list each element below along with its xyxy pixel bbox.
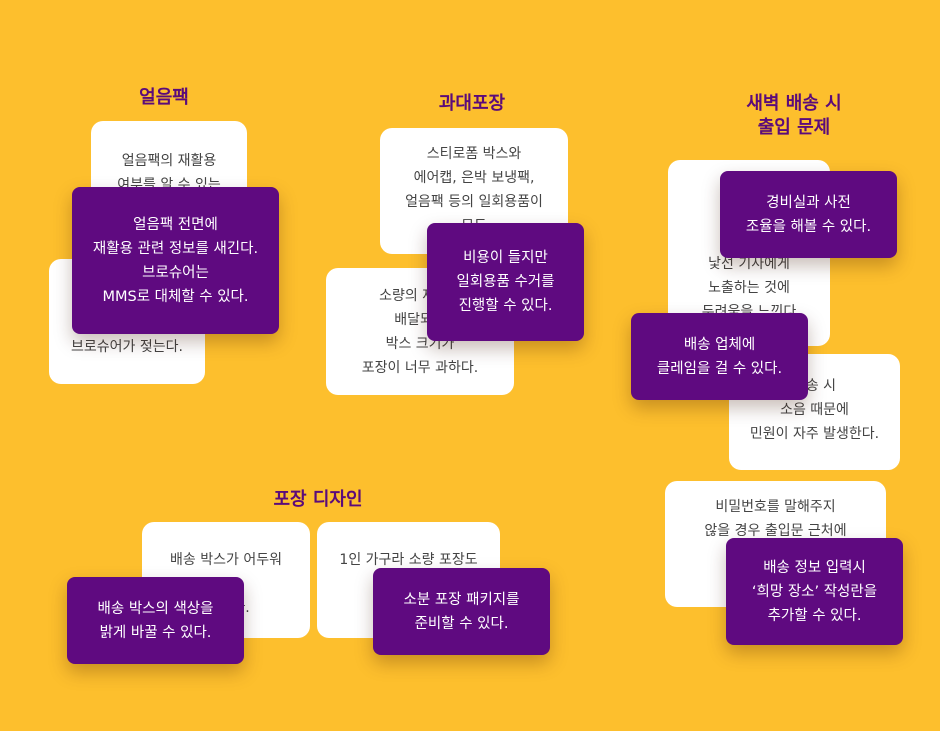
idea-dawn-delivery-claim: 배송 업체에 클레임을 걸 수 있다.: [631, 313, 808, 400]
idea-dawn-delivery-preferred-location: 배송 정보 입력시 ‘희망 장소’ 작성란을 추가할 수 있다.: [726, 538, 903, 645]
heading-dawn-delivery-access: 새벽 배송 시 출입 문제: [746, 93, 842, 138]
idea-package-design-bright-color: 배송 박스의 색상을 밝게 바꿀 수 있다.: [67, 577, 244, 664]
idea-dawn-delivery-security-office: 경비실과 사전 조율을 해볼 수 있다.: [720, 171, 897, 258]
heading-ice-pack: 얼음팩: [139, 87, 189, 108]
idea-package-design-portion-pack: 소분 포장 패키지를 준비할 수 있다.: [373, 568, 550, 655]
heading-overpackaging: 과대포장: [438, 93, 506, 114]
heading-package-design: 포장 디자인: [273, 489, 363, 510]
idea-overpackaging-collection: 비용이 들지만 일회용품 수거를 진행할 수 있다.: [427, 223, 584, 341]
idea-ice-pack-print-info: 얼음팩 전면에 재활용 관련 정보를 새긴다. 브로슈어는 MMS로 대체할 수…: [72, 187, 279, 334]
